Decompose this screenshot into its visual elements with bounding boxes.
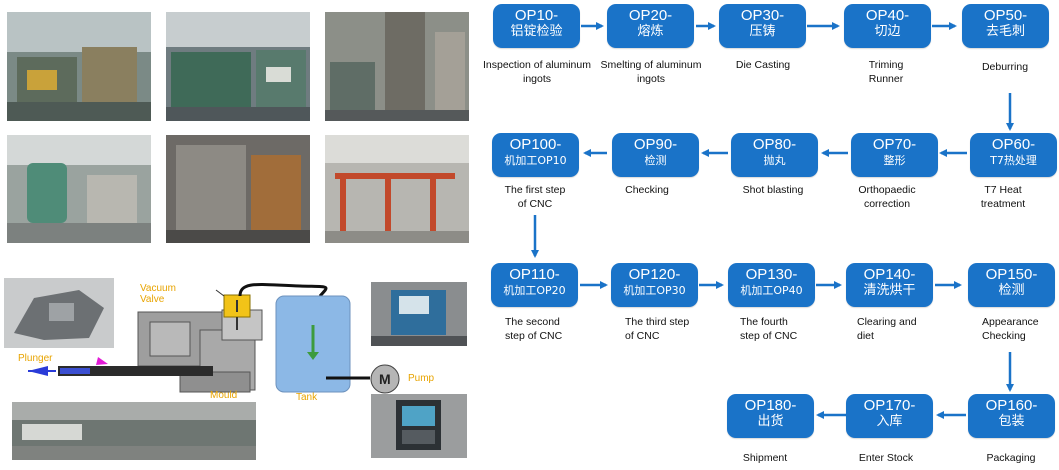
factory-photo-5: [166, 135, 310, 243]
tank-label: Tank: [296, 392, 318, 403]
factory-photo-4: [7, 135, 151, 243]
step-code: OP140-: [863, 266, 916, 283]
step-op40: OP40- 切边: [844, 4, 931, 48]
controller-photo-1: [371, 282, 467, 346]
step-op60: OP60- T7热处理: [970, 133, 1057, 177]
step-zh: 入库: [876, 414, 903, 429]
factory-photo-6: [325, 135, 469, 243]
step-code: OP20-: [628, 7, 673, 24]
caption-op20: Smelting of aluminum ingots: [600, 59, 702, 85]
caption-op130: The fourth step of CNC: [740, 316, 798, 342]
mould-label: Mould: [210, 390, 238, 401]
pump-label: Pump: [408, 373, 435, 384]
step-code: OP50-: [983, 7, 1028, 24]
step-code: OP170-: [863, 397, 916, 414]
step-code: OP10-: [514, 7, 559, 24]
step-op30: OP30- 压铸: [719, 4, 806, 48]
step-code: OP40-: [865, 7, 910, 24]
step-zh: 机加工OP40: [740, 284, 803, 297]
step-code: OP120-: [628, 266, 681, 283]
step-op80: OP80- 抛丸: [731, 133, 818, 177]
caption-op30: Die Casting: [735, 59, 791, 71]
step-zh: 切边: [874, 24, 901, 39]
factory-photo-3: [325, 12, 469, 121]
step-op180: OP180- 出货: [727, 394, 814, 438]
step-zh: 包装: [998, 414, 1025, 429]
step-zh: 去毛刺: [985, 24, 1025, 39]
step-zh: 清洗烘干: [863, 283, 916, 298]
step-zh: 检测: [644, 154, 667, 167]
caption-op90: Checking: [625, 184, 669, 196]
step-zh: T7热处理: [990, 154, 1037, 167]
caption-op150: Appearance Checking: [982, 316, 1039, 342]
step-zh: 出货: [757, 414, 784, 429]
step-code: OP180-: [744, 397, 797, 414]
caption-op140: Clearing and diet: [857, 316, 917, 342]
plunger-label: Plunger: [18, 353, 53, 364]
step-op160: OP160- 包装: [968, 394, 1055, 438]
step-op90: OP90- 检测: [612, 133, 699, 177]
step-code: OP110-: [509, 266, 560, 283]
step-op10: OP10- 铝锭检验: [493, 4, 580, 48]
step-op70: OP70- 整形: [851, 133, 938, 177]
step-code: OP160-: [985, 397, 1038, 414]
step-op140: OP140- 清洗烘干: [846, 263, 933, 307]
controller-photo-2: [371, 394, 467, 458]
caption-op160: Packaging: [986, 452, 1036, 464]
step-zh: 整形: [883, 154, 906, 167]
motor-label: M: [379, 371, 391, 387]
caption-op100: The first step of CNC: [504, 184, 566, 210]
step-op120: OP120- 机加工OP30: [611, 263, 698, 307]
step-op130: OP130- 机加工OP40: [728, 263, 815, 307]
factory-photo-1: [7, 12, 151, 121]
step-code: OP100-: [509, 136, 562, 153]
caption-op60: T7 Heat treatment: [980, 184, 1026, 210]
factory-photo-2: [166, 12, 310, 121]
caption-op70: Orthopaedic correction: [858, 184, 916, 210]
step-code: OP60-: [991, 136, 1036, 153]
step-code: OP30-: [740, 7, 785, 24]
caption-op80: Shot blasting: [742, 184, 804, 196]
step-op100: OP100- 机加工OP10: [492, 133, 579, 177]
step-zh: 铝锭检验: [510, 24, 563, 39]
caption-op50: Deburring: [981, 61, 1029, 73]
step-zh: 压铸: [749, 24, 776, 39]
vacuum-valve-label: Vacuum Valve: [140, 283, 176, 305]
die-casting-diagram: [28, 282, 400, 394]
step-op20: OP20- 熔炼: [607, 4, 694, 48]
step-code: OP90-: [633, 136, 678, 153]
step-zh: 机加工OP20: [503, 284, 566, 297]
caption-op110: The second step of CNC: [505, 316, 563, 342]
step-code: OP130-: [745, 266, 798, 283]
caption-op40: Triming Runner: [868, 59, 904, 85]
step-zh: 抛丸: [763, 154, 786, 167]
caption-op120: The third step of CNC: [625, 316, 690, 342]
step-zh: 机加工OP10: [504, 154, 567, 167]
step-op110: OP110- 机加工OP20: [491, 263, 578, 307]
step-zh: 熔炼: [637, 24, 664, 39]
step-zh: 机加工OP30: [623, 284, 686, 297]
caption-op170: Enter Stock: [858, 452, 914, 464]
caption-op180: Shipment: [742, 452, 788, 464]
step-op150: OP150- 检测: [968, 263, 1055, 307]
step-code: OP70-: [872, 136, 917, 153]
step-op50: OP50- 去毛刺: [962, 4, 1049, 48]
step-code: OP80-: [752, 136, 797, 153]
step-code: OP150-: [985, 266, 1038, 283]
casting-part-photo: [4, 278, 114, 348]
step-op170: OP170- 入库: [846, 394, 933, 438]
production-line-photo: [12, 402, 256, 460]
step-zh: 检测: [998, 283, 1025, 298]
caption-op10: Inspection of aluminum ingots: [483, 59, 591, 85]
